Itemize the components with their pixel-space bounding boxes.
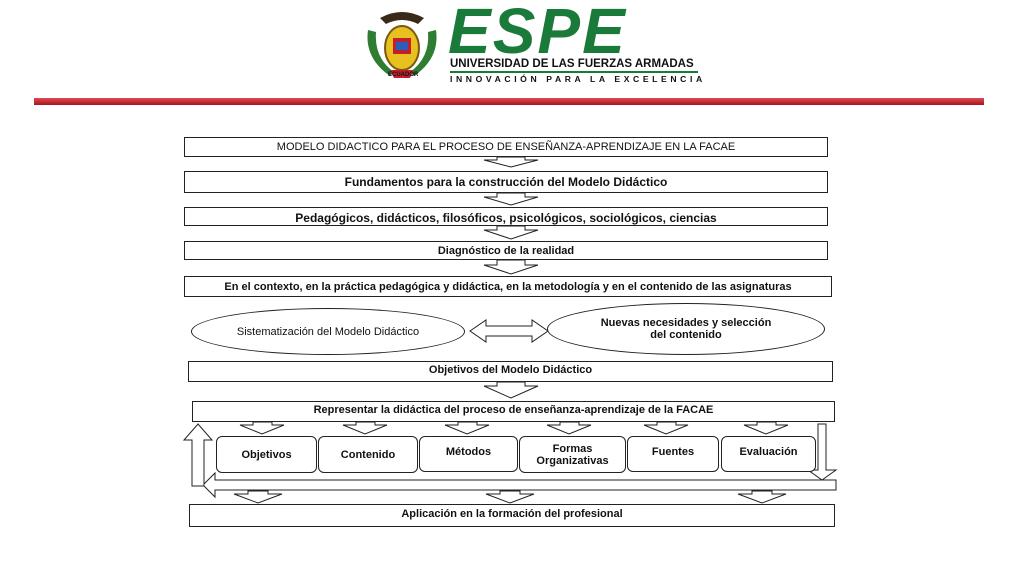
left-arrow-icon xyxy=(202,471,837,499)
represent-didactics-box: Representar la didáctica del proceso de … xyxy=(192,401,835,422)
diagnosis-box: Diagnóstico de la realidad xyxy=(184,241,828,260)
down-arrow-icon xyxy=(444,421,490,435)
down-arrow-icon xyxy=(233,490,283,504)
new-needs-ellipse: Nuevas necesidades y selección del conte… xyxy=(547,303,825,355)
down-arrow-icon xyxy=(743,421,789,435)
header-accent-bar xyxy=(34,98,984,105)
component-evaluation: Evaluación xyxy=(721,436,816,472)
down-arrow-icon xyxy=(239,421,285,435)
foundations-box: Fundamentos para la construcción del Mod… xyxy=(184,171,828,193)
down-arrow-icon xyxy=(483,225,539,240)
context-box: En el contexto, en la práctica pedagógic… xyxy=(184,276,832,297)
down-arrow-icon xyxy=(483,156,539,168)
espe-wordmark: ESPE xyxy=(448,0,627,67)
sciences-box: Pedagógicos, didácticos, filosóficos, ps… xyxy=(184,207,828,226)
down-arrow-icon xyxy=(485,490,535,504)
down-arrow-icon xyxy=(546,421,592,435)
down-arrow-icon xyxy=(483,192,539,206)
down-arrow-icon xyxy=(342,421,388,435)
systematization-ellipse: Sistematización del Modelo Didáctico xyxy=(191,308,465,355)
model-objectives-box: Objetivos del Modelo Didáctico xyxy=(188,361,833,382)
component-content: Contenido xyxy=(318,436,418,473)
down-arrow-icon xyxy=(643,421,689,435)
component-objectives: Objetivos xyxy=(216,436,317,473)
seal-caption: ECUADOR xyxy=(388,72,419,78)
down-arrow-icon xyxy=(483,381,539,399)
university-seal-logo: ECUADOR xyxy=(360,8,444,84)
down-arrow-icon xyxy=(806,423,838,481)
logo-divider xyxy=(450,71,698,73)
up-arrow-icon xyxy=(182,423,214,487)
application-box: Aplicación en la formación del profesion… xyxy=(189,504,835,527)
component-sources: Fuentes xyxy=(627,436,719,472)
component-organizational-forms: Formas Organizativas xyxy=(519,436,626,473)
component-methods: Métodos xyxy=(419,436,518,472)
down-arrow-icon xyxy=(737,490,787,504)
down-arrow-icon xyxy=(483,259,539,275)
bidirectional-arrow-icon xyxy=(469,319,549,343)
university-name: UNIVERSIDAD DE LAS FUERZAS ARMADAS xyxy=(450,58,694,70)
model-title-box: MODELO DIDACTICO PARA EL PROCESO DE ENSE… xyxy=(184,137,828,157)
university-tagline: INNOVACIÓN PARA LA EXCELENCIA xyxy=(450,74,706,84)
